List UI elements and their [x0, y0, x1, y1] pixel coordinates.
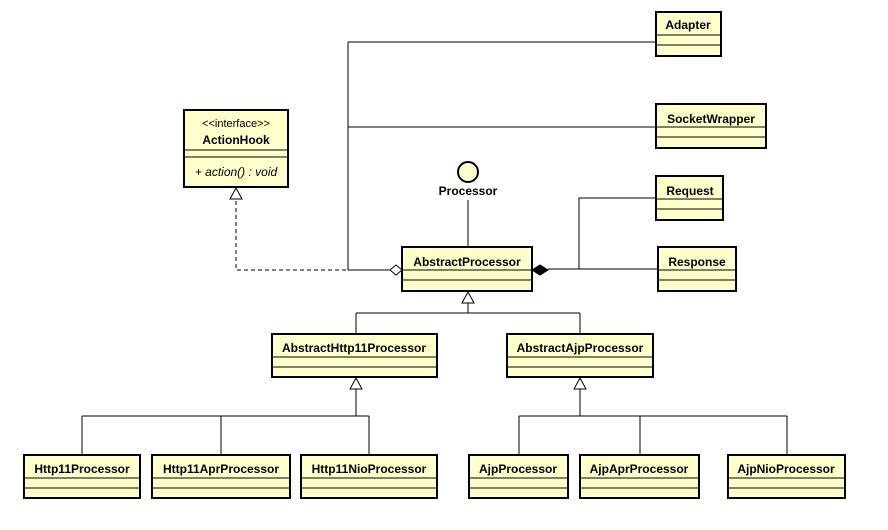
generalization-arrowhead: [573, 376, 587, 390]
abstracthttp11processor-class[interactable]: AbstractHttp11Processor: [271, 333, 438, 378]
response-class[interactable]: Response: [657, 246, 737, 292]
request-edge: [578, 197, 656, 269]
class-name: AbstractAjpProcessor: [517, 341, 644, 355]
class-name: AjpAprProcessor: [590, 462, 689, 476]
ajpprocessor-class[interactable]: AjpProcessor: [468, 454, 569, 499]
class-name: Response: [668, 255, 726, 269]
class-name: Adapter: [665, 18, 711, 32]
connectors: [81, 41, 788, 455]
class-name: AbstractHttp11Processor: [282, 341, 426, 355]
abstractprocessor-class[interactable]: AbstractProcessor: [401, 246, 533, 292]
socketwrapper-class[interactable]: SocketWrapper: [655, 103, 767, 149]
processor-label: Processor: [439, 184, 498, 198]
class-name: Http11NioProcessor: [312, 462, 427, 476]
class-name: Http11Processor: [34, 462, 130, 476]
aggregation-diamond: [389, 264, 403, 276]
abstractajpprocessor-class[interactable]: AbstractAjpProcessor: [506, 333, 654, 378]
processor-lollipop-icon: [457, 161, 479, 183]
generalization-arrowhead: [461, 290, 475, 304]
interface-stereotype: <<interface>>: [202, 118, 270, 130]
class-name: Request: [666, 184, 713, 198]
class-name: AjpProcessor: [479, 462, 557, 476]
ajpaprprocessor-class[interactable]: AjpAprProcessor: [579, 454, 700, 499]
ajpnioprocessor-class[interactable]: AjpNioProcessor: [727, 454, 846, 499]
interface-operation: + action() : void: [195, 165, 278, 179]
class-name: AjpNioProcessor: [737, 462, 835, 476]
adapter-class[interactable]: Adapter: [655, 11, 722, 57]
interface-name: ActionHook: [202, 133, 270, 147]
class-name: SocketWrapper: [667, 112, 755, 126]
http11aprprocessor-class[interactable]: Http11AprProcessor: [151, 454, 291, 499]
actionhook-interface[interactable]: <<interface>> ActionHook + action() : vo…: [183, 109, 289, 188]
http11processor-class[interactable]: Http11Processor: [23, 454, 141, 499]
request-class[interactable]: Request: [655, 175, 724, 221]
realization-arrowhead: [229, 186, 243, 200]
class-name: Http11AprProcessor: [163, 462, 279, 476]
class-name: AbstractProcessor: [413, 255, 521, 269]
http11nioprocessor-class[interactable]: Http11NioProcessor: [300, 454, 438, 499]
realization-edge: [235, 199, 395, 271]
generalization-arrowhead: [349, 376, 363, 390]
composition-diamond: [531, 264, 549, 276]
